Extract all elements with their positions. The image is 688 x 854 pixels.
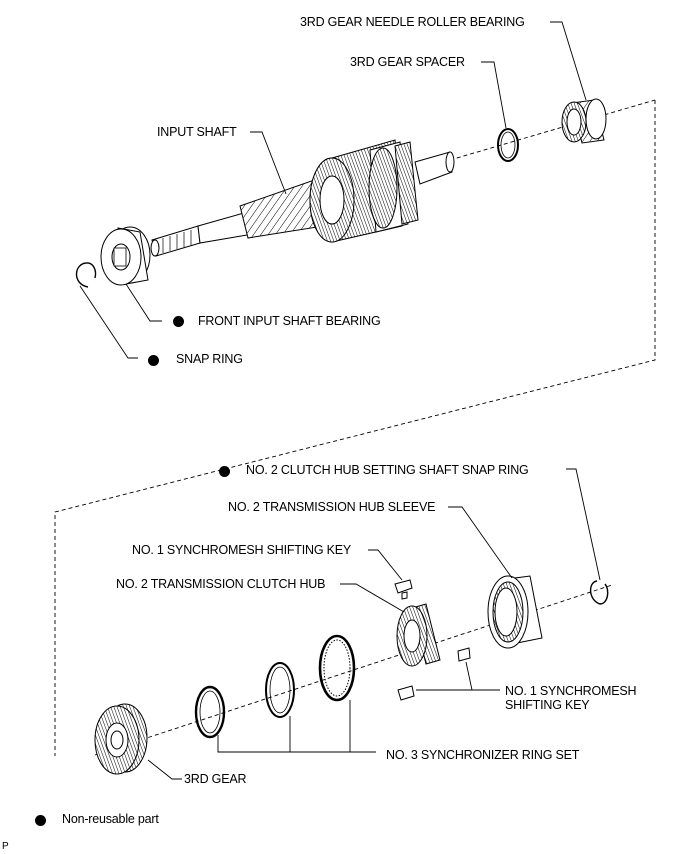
- leader-lines: [79, 21, 601, 780]
- input-shaft-drawing: [150, 139, 455, 257]
- non-reusable-marker-front-bearing: [173, 316, 184, 327]
- non-reusable-marker-hub-snap-ring: [219, 466, 230, 477]
- hub-sleeve-drawing: [487, 575, 543, 649]
- label-front-input-shaft-bearing: FRONT INPUT SHAFT BEARING: [198, 314, 381, 328]
- label-hub-sleeve: NO. 2 TRANSMISSION HUB SLEEVE: [228, 500, 436, 514]
- label-snap-ring: SNAP RING: [176, 352, 243, 366]
- legend-text: Non-reusable part: [62, 812, 159, 826]
- label-shifting-key-top: NO. 1 SYNCHROMESH SHIFTING KEY: [132, 543, 352, 557]
- label-clutch-hub: NO. 2 TRANSMISSION CLUTCH HUB: [116, 577, 326, 591]
- spacer-drawing: [497, 128, 519, 162]
- clutch-hub-drawing: [396, 603, 441, 667]
- label-shifting-key-bottom-line1: NO. 1 SYNCHROMESH: [505, 684, 637, 698]
- label-3rd-gear-spacer: 3RD GEAR SPACER: [350, 55, 465, 69]
- label-clutch-hub-snap-ring: NO. 2 CLUTCH HUB SETTING SHAFT SNAP RING: [246, 463, 529, 477]
- dashed-assembly-lines: [54, 99, 656, 756]
- synchronizer-ring-drawings: [194, 634, 356, 739]
- front-bearing-drawing: [100, 226, 151, 286]
- label-input-shaft: INPUT SHAFT: [157, 125, 237, 139]
- shifting-key-drawings: [394, 579, 471, 701]
- snap-ring-drawing: [75, 262, 97, 288]
- label-needle-roller-bearing: 3RD GEAR NEEDLE ROLLER BEARING: [300, 15, 525, 29]
- legend-symbol-filled-circle: [35, 815, 46, 826]
- corner-mark: P: [2, 841, 9, 852]
- label-3rd-gear: 3RD GEAR: [184, 772, 247, 786]
- label-synchronizer-ring-set: NO. 3 SYNCHRONIZER RING SET: [386, 748, 580, 762]
- non-reusable-marker-snap-ring: [148, 355, 159, 366]
- needle-bearing-drawing: [561, 98, 607, 144]
- label-shifting-key-bottom-line2: SHIFTING KEY: [505, 698, 590, 712]
- hub-snap-ring-drawing: [589, 580, 609, 605]
- third-gear-drawing: [94, 703, 148, 775]
